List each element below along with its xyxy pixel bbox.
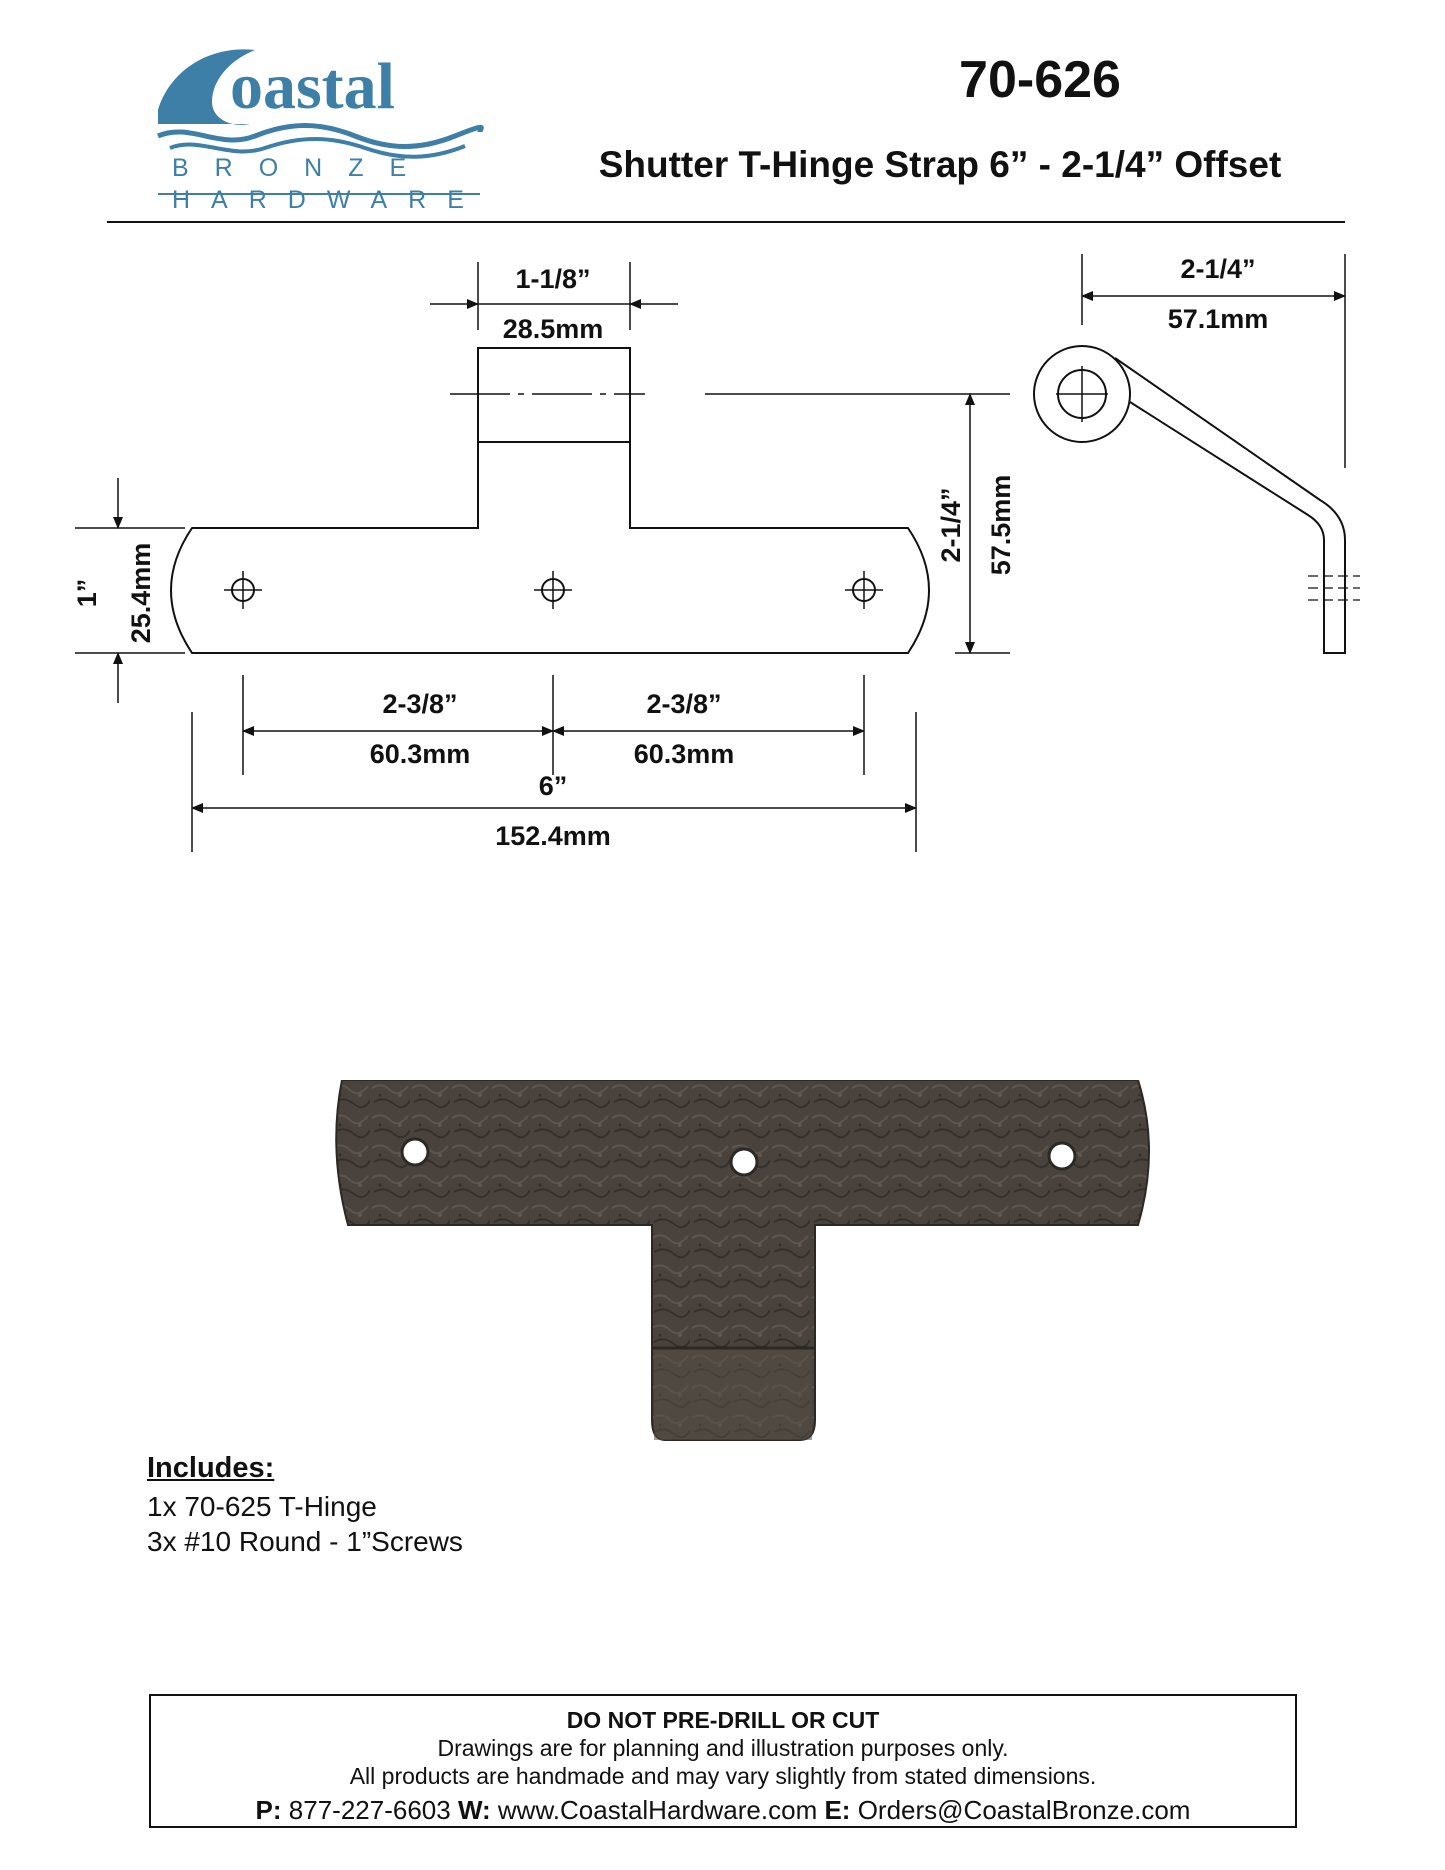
photo-screw-hole-center [729, 1147, 759, 1177]
includes-item: 3x #10 Round - 1”Screws [147, 1526, 463, 1557]
strap-height-dimension [75, 478, 185, 703]
knuckle-width-mm-label: 28.5mm [503, 314, 604, 344]
photo-screw-hole-left [400, 1137, 430, 1167]
total-height-in-label: 2-1/4” [936, 487, 966, 562]
hole-spacing-right-in-label: 2-3/8” [646, 689, 721, 719]
logo-bronze-text: BRONZE [172, 154, 432, 182]
header-divider [107, 221, 1345, 223]
phone-label: P: [255, 1795, 282, 1825]
website-link[interactable]: www.CoastalHardware.com [497, 1795, 818, 1825]
web-label: W: [457, 1795, 491, 1825]
total-height-dimension [955, 393, 1010, 654]
email-link[interactable]: Orders@CoastalBronze.com [857, 1795, 1191, 1825]
length-mm-label: 152.4mm [495, 821, 611, 851]
includes-item: 1x 70-625 T-Hinge [147, 1491, 377, 1522]
length-in-label: 6” [539, 771, 568, 801]
hole-spacing-dimension [242, 675, 865, 775]
total-height-mm-label: 57.5mm [986, 475, 1016, 576]
hinge-knuckle-shape [654, 1348, 812, 1440]
includes-title: Includes: [147, 1452, 275, 1484]
hole-spacing-left-in-label: 2-3/8” [382, 689, 457, 719]
offset-dimension [1081, 254, 1346, 468]
brand-logo: oastal BRONZE HARDWARE [150, 40, 490, 214]
screw-hole-center [534, 571, 572, 609]
overall-length-dimension [191, 712, 917, 852]
screw-hole-left [224, 571, 262, 609]
hinge-photo-illustration [335, 1079, 1150, 1441]
part-title: Shutter T-Hinge Strap 6” - 2-1/4” Offset [598, 144, 1282, 185]
wave-line-1 [157, 123, 484, 149]
technical-drawing: 1-1/8” 28.5mm 1” 25.4mm 2-1/4” 57.5mm 2-… [0, 230, 1445, 870]
disclaimer-box: DO NOT PRE-DRILL OR CUT Drawings are for… [149, 1694, 1297, 1828]
strap-height-mm-label: 25.4mm [126, 543, 156, 644]
strap-height-in-label: 1” [72, 579, 102, 608]
strap-front-outline [170, 347, 930, 654]
part-number: 70-626 [959, 51, 1121, 109]
knuckle-width-in-label: 1-1/8” [515, 264, 590, 294]
email-label: E: [824, 1795, 851, 1825]
logo-graphic: oastal BRONZE HARDWARE [157, 49, 485, 214]
drawing-svg: 1-1/8” 28.5mm 1” 25.4mm 2-1/4” 57.5mm 2-… [72, 254, 1360, 852]
knuckle-width-dimension [430, 262, 678, 330]
hole-spacing-left-mm-label: 60.3mm [370, 739, 471, 769]
logo-hardware-text: HARDWARE [172, 186, 485, 210]
disclaimer-title: DO NOT PRE-DRILL OR CUT [566, 1707, 880, 1733]
logo-divider [158, 193, 480, 195]
hole-spacing-right-mm-label: 60.3mm [634, 739, 735, 769]
strap-side-view [1033, 345, 1360, 654]
disclaimer-line: All products are handmade and may vary s… [349, 1763, 1097, 1789]
contact-line: P: 877-227-6603 W: www.CoastalHardware.c… [151, 1792, 1295, 1828]
logo-wordmark: oastal [230, 50, 395, 123]
offset-mm-label: 57.1mm [1168, 304, 1269, 334]
includes-section: Includes: 1x 70-625 T-Hinge 3x #10 Round… [147, 1452, 847, 1559]
screw-hole-right [845, 571, 883, 609]
wave-line-2 [169, 137, 466, 159]
offset-in-label: 2-1/4” [1180, 254, 1255, 284]
wave-crest-shape [158, 49, 255, 125]
phone-number[interactable]: 877-227-6603 [288, 1795, 451, 1825]
photo-screw-hole-right [1047, 1141, 1077, 1171]
disclaimer-line: Drawings are for planning and illustrati… [437, 1735, 1009, 1761]
product-photo [330, 1079, 1150, 1460]
